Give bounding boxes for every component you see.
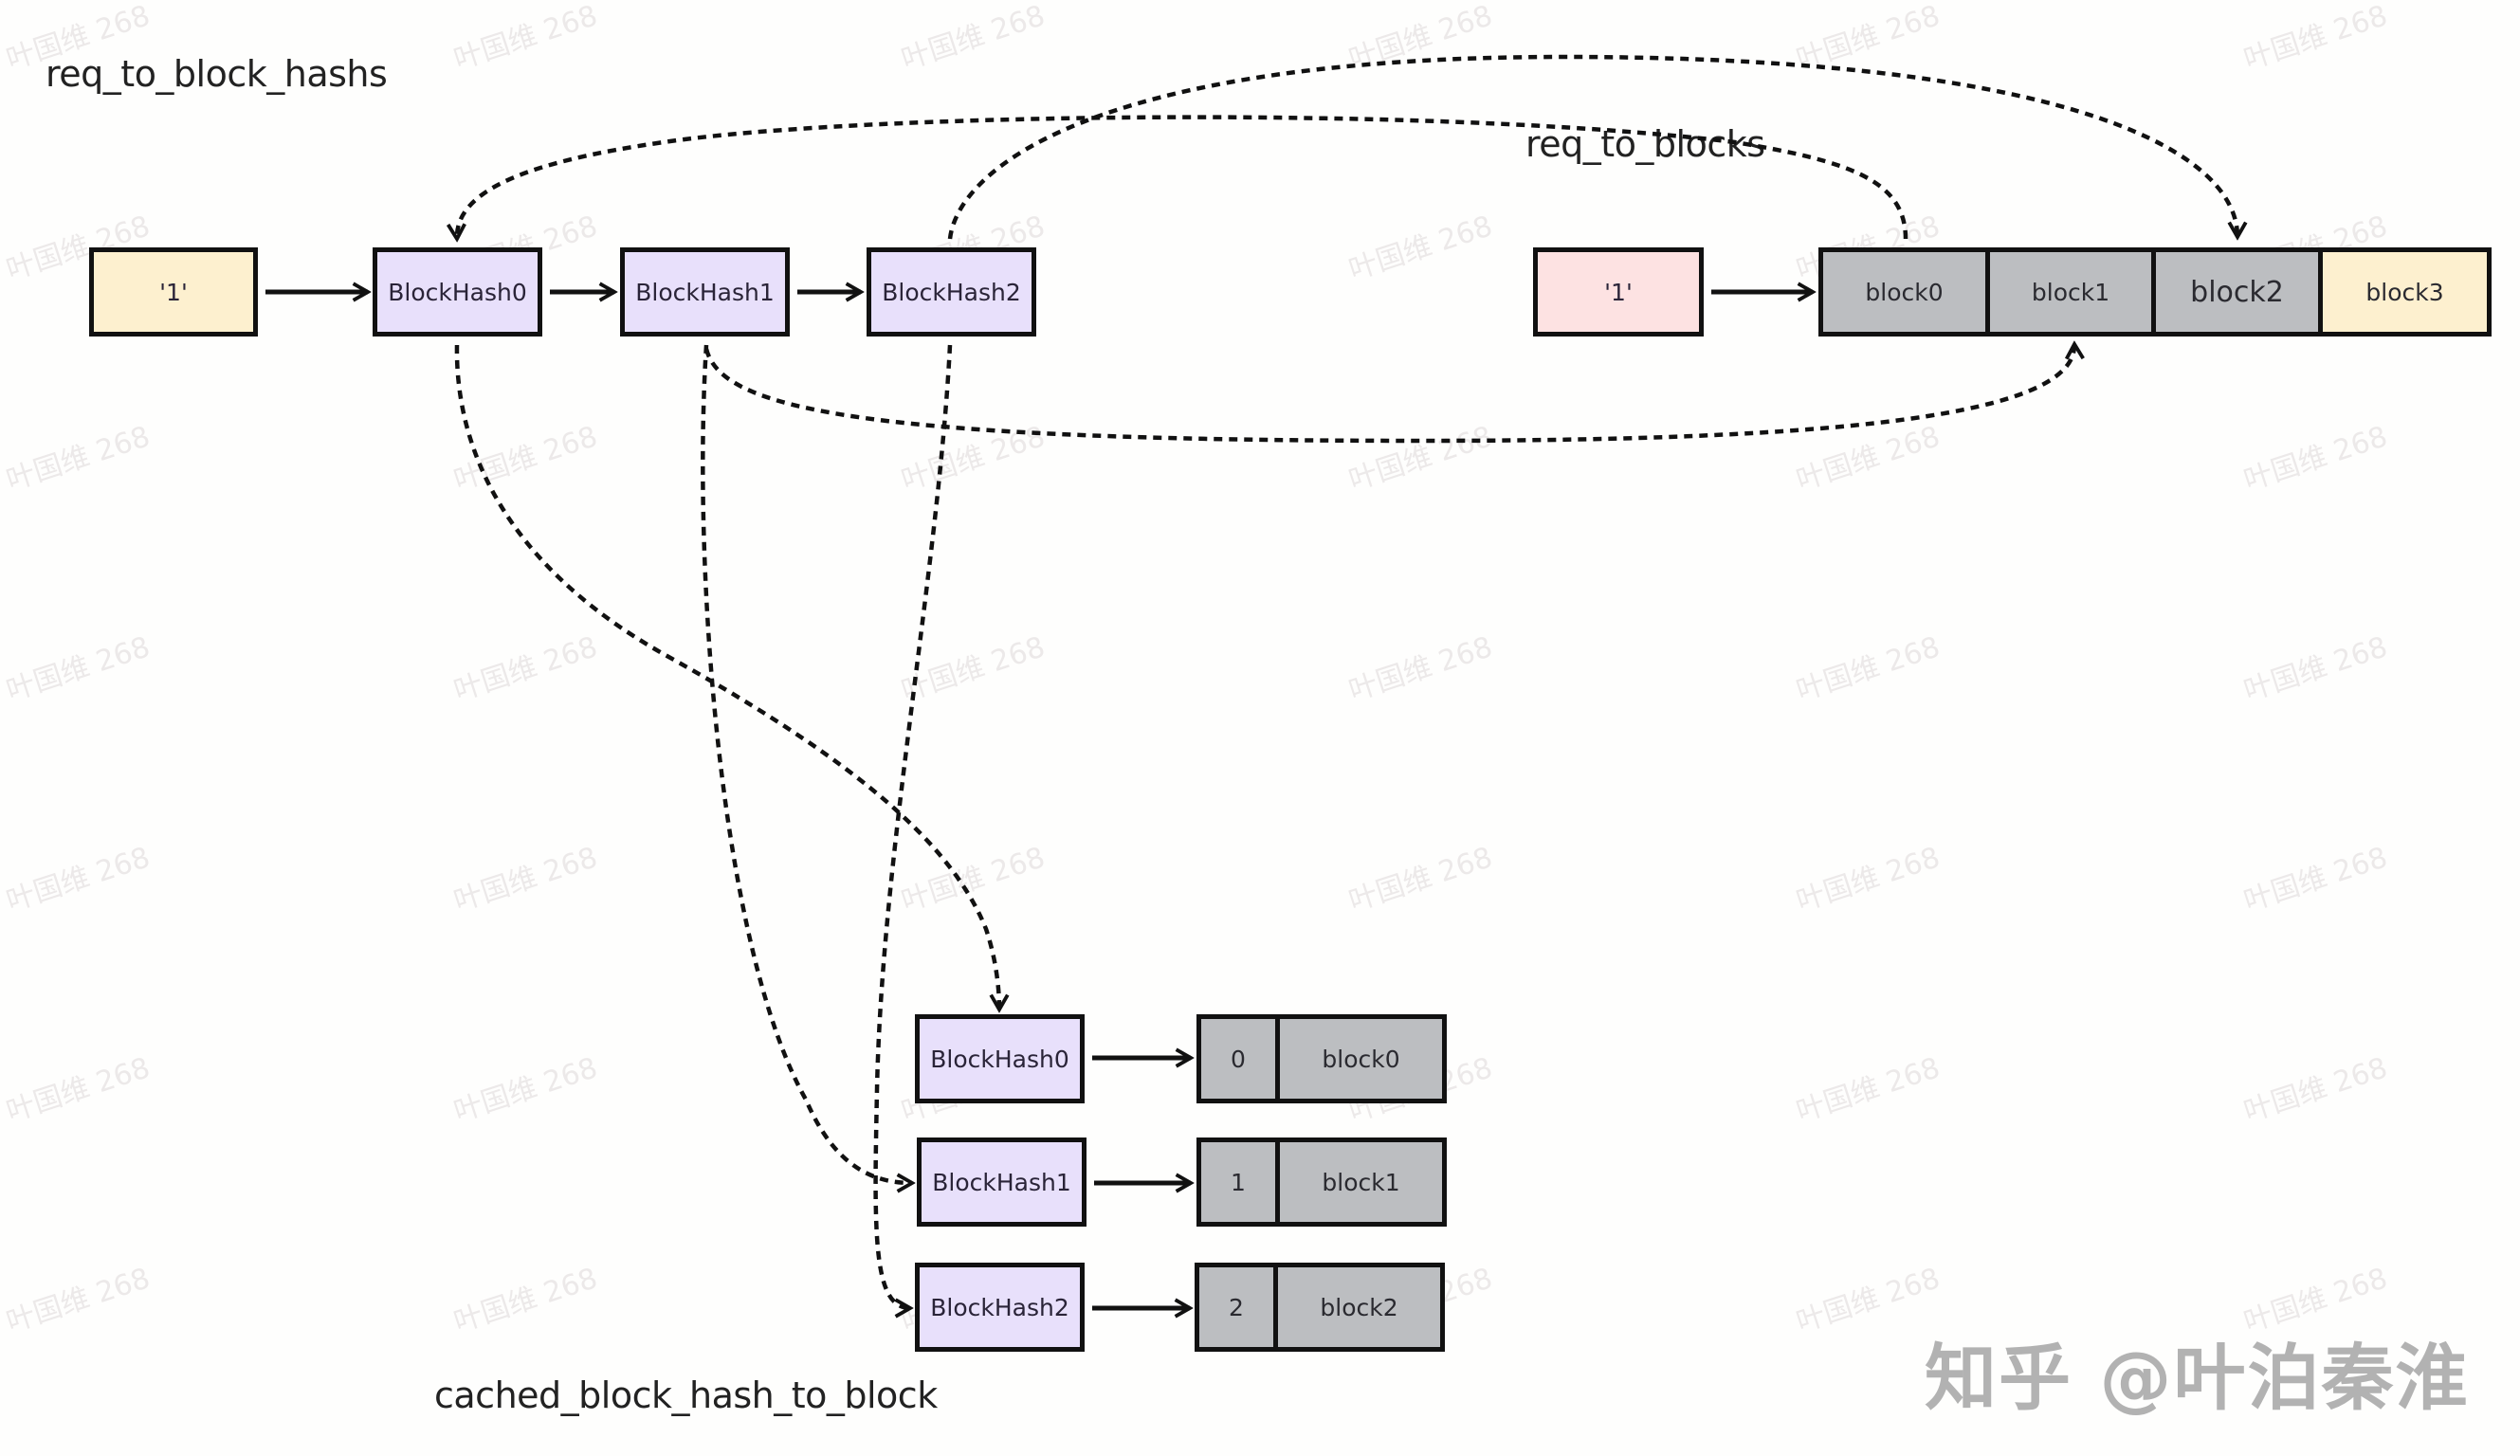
cached-value: 2 block2	[1195, 1263, 1445, 1352]
cached-hash-box: BlockHash2	[915, 1263, 1085, 1352]
req-key-box-left: '1'	[89, 247, 258, 337]
cached-index-text: 0	[1231, 1045, 1246, 1073]
zhihu-author-logo: 知乎 @叶泊秦淮	[1925, 1336, 2470, 1420]
cached-index-cell: 1	[1196, 1138, 1280, 1227]
block-text: block3	[2365, 278, 2444, 306]
dashed-link-hash0-cached0	[454, 344, 999, 1010]
block-hash-box: BlockHash0	[373, 247, 542, 337]
req-key-text: '1'	[1604, 278, 1633, 306]
cached-hash-text: BlockHash0	[930, 1045, 1069, 1073]
cached-block-cell: block2	[1273, 1263, 1445, 1352]
block-cell-new: block3	[2318, 247, 2492, 337]
req-key-text: '1'	[159, 278, 188, 306]
block-text: block0	[1865, 278, 1944, 306]
cached-block-hash-to-block-label: cached_block_hash_to_block	[434, 1374, 938, 1416]
cached-block-text: block1	[1322, 1168, 1400, 1196]
block-text: block2	[2190, 275, 2284, 309]
block-cell: block0	[1818, 247, 1990, 337]
block-hash-text: BlockHash0	[388, 278, 527, 306]
cached-index-cell: 2	[1195, 1263, 1278, 1352]
cached-hash-box: BlockHash0	[915, 1014, 1085, 1103]
req-key-box-right: '1'	[1533, 247, 1704, 337]
cached-index-cell: 0	[1196, 1014, 1280, 1103]
cached-index-text: 1	[1231, 1168, 1246, 1196]
dashed-link-hash2-block2	[947, 54, 2237, 239]
cached-index-text: 2	[1229, 1293, 1244, 1321]
cached-value: 1 block1	[1196, 1138, 1447, 1227]
block-hash-text: BlockHash1	[635, 278, 775, 306]
req-to-blocks-label: req_to_blocks	[1525, 123, 1765, 165]
cached-block-text: block0	[1322, 1045, 1400, 1073]
dashed-link-hash1-block1	[703, 344, 2074, 444]
block-hash-box: BlockHash1	[620, 247, 790, 337]
block-array: block0 block1 block2 block3	[1818, 247, 2492, 337]
block-text: block1	[2031, 278, 2110, 306]
cached-block-text: block2	[1320, 1293, 1398, 1321]
cached-hash-box: BlockHash1	[917, 1138, 1087, 1227]
dashed-link-hash2-cached2	[873, 344, 953, 1308]
dashed-link-hash1-cached1	[701, 344, 912, 1183]
dashed-link-block0-hash0	[457, 115, 1908, 239]
block-hash-text: BlockHash2	[882, 278, 1021, 306]
block-cell: block2	[2151, 247, 2323, 337]
cached-value: 0 block0	[1196, 1014, 1447, 1103]
req-to-block-hashs-label: req_to_block_hashs	[46, 53, 388, 95]
cached-block-cell: block1	[1275, 1138, 1447, 1227]
block-hash-box: BlockHash2	[867, 247, 1036, 337]
cached-hash-text: BlockHash2	[930, 1293, 1069, 1321]
cached-hash-text: BlockHash1	[932, 1168, 1071, 1196]
block-cell: block1	[1985, 247, 2156, 337]
cached-block-cell: block0	[1275, 1014, 1447, 1103]
